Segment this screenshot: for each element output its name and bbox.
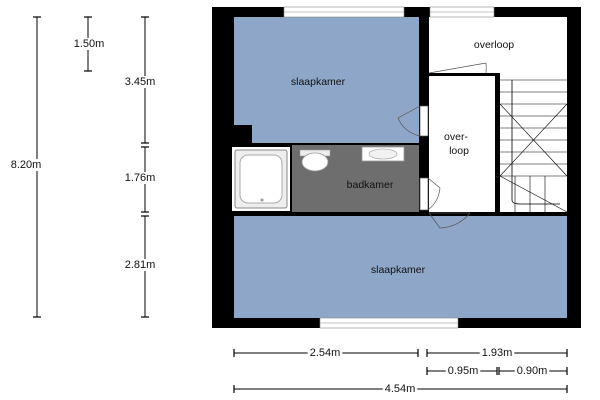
- wall-notch: [234, 125, 252, 145]
- bedroom-top-label: slaapkamer: [291, 76, 346, 88]
- dim-label-bg: [445, 365, 481, 377]
- bedroom-bottom-label: slaapkamer: [371, 264, 426, 276]
- door-bathroom: [419, 177, 441, 211]
- landing-top: [429, 17, 567, 73]
- staircase: [500, 70, 567, 212]
- dim-label-bg: [382, 383, 418, 395]
- landing-mid-label-2: loop: [449, 145, 469, 157]
- dim-label-bg: [122, 172, 158, 184]
- bathroom-label: badkamer: [347, 179, 394, 191]
- dim-total-height: 8.20m: [11, 159, 42, 171]
- landing-top-label: overloop: [474, 39, 514, 51]
- dim-seg-4: 2.81m: [125, 259, 156, 271]
- stair-arrow: [511, 80, 560, 205]
- dim-label-bg: [479, 347, 515, 359]
- dim-label-bg: [8, 159, 44, 171]
- window-bottom: [319, 317, 459, 329]
- dim-seg-1: 1.50m: [74, 38, 105, 50]
- stair-lines: [499, 79, 568, 213]
- dim-label-bg: [307, 347, 343, 359]
- bedroom-top: [234, 17, 419, 143]
- dim-total-width: 4.54m: [385, 383, 416, 395]
- dim-label-bg: [122, 259, 158, 271]
- door-bedroom-top: [397, 105, 429, 137]
- dim-label-bg: [514, 365, 550, 377]
- window-top-left: [283, 6, 405, 18]
- window-top-right: [429, 6, 495, 18]
- dim-seg-3: 1.76m: [125, 172, 156, 184]
- dim-width-right: 1.93m: [482, 347, 513, 359]
- door-bedroom-bottom: [428, 212, 471, 229]
- toilet-icon: [299, 149, 331, 172]
- dim-label-bg: [122, 76, 158, 88]
- landing-mid-label-1: over-: [444, 131, 468, 143]
- dim-label-bg: [71, 38, 107, 50]
- bedroom-bottom: [234, 216, 567, 318]
- dim-seg-2: 3.45m: [125, 76, 156, 88]
- dim-width-b: 0.90m: [517, 365, 548, 377]
- dim-width-left: 2.54m: [310, 347, 341, 359]
- sink-icon: [361, 146, 405, 162]
- dimension-horizontal: 2.54m 1.93m 0.95m 0.90m 4.54m: [233, 347, 568, 395]
- dimension-vertical: 8.20m 1.50m 3.45m 1.76m 2.81m: [8, 16, 158, 318]
- bathtub-icon: [234, 149, 288, 209]
- landing-mid: [429, 76, 495, 212]
- door-landing-top: [428, 62, 487, 74]
- dim-width-a: 0.95m: [448, 365, 479, 377]
